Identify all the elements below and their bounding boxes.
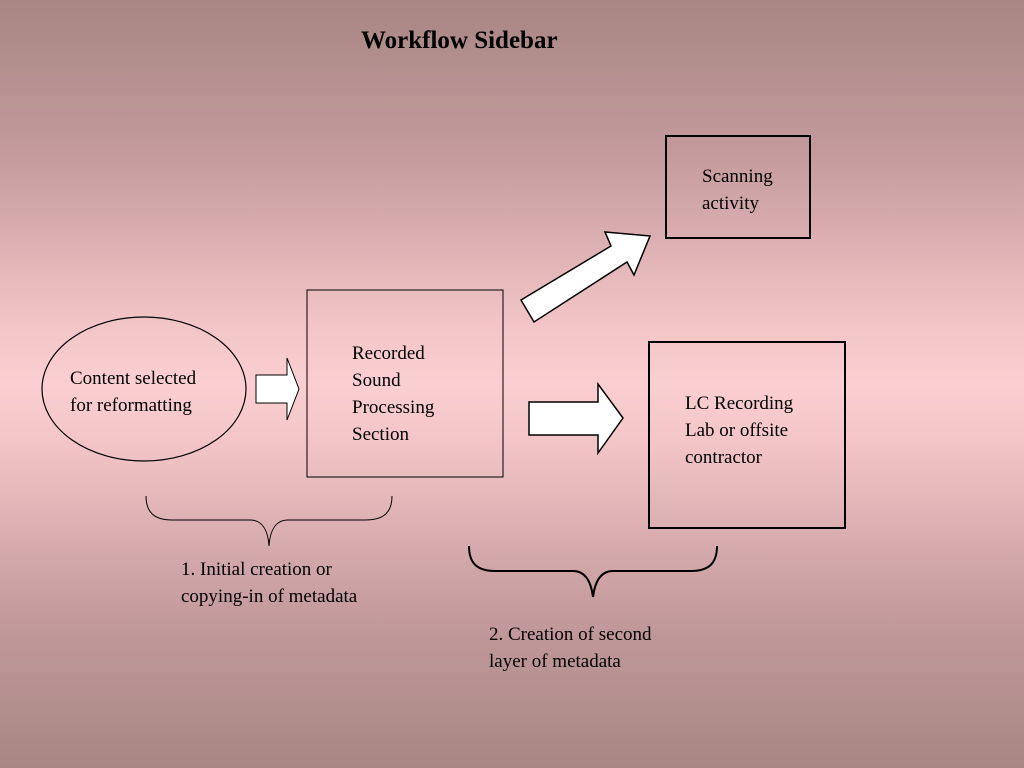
- scanning-activity-label: Scanning activity: [702, 166, 773, 214]
- lc-recording-lab-node: [648, 341, 846, 529]
- page-title: Workflow Sidebar: [361, 27, 558, 54]
- brace-stage-1: [145, 495, 393, 547]
- stage-2-label: 2. Creation of second layer of metadata: [489, 624, 652, 672]
- stage-1-label: 1. Initial creation or copying-in of met…: [181, 559, 358, 607]
- scanning-activity-node: [665, 135, 811, 239]
- content-selected-node: [41, 316, 247, 462]
- recorded-sound-label: Recorded Sound Processing Section: [352, 343, 435, 445]
- arrow-to-lc-recording-lab: [528, 381, 624, 456]
- arrow-to-scanning-activity: [519, 231, 652, 324]
- recorded-sound-node: [306, 289, 504, 478]
- brace-stage-2: [468, 545, 718, 598]
- content-selected-label: Content selected for reformatting: [70, 368, 197, 416]
- lc-recording-lab-label: LC Recording Lab or offsite contractor: [685, 393, 794, 468]
- arrow-to-recorded-sound: [255, 357, 300, 421]
